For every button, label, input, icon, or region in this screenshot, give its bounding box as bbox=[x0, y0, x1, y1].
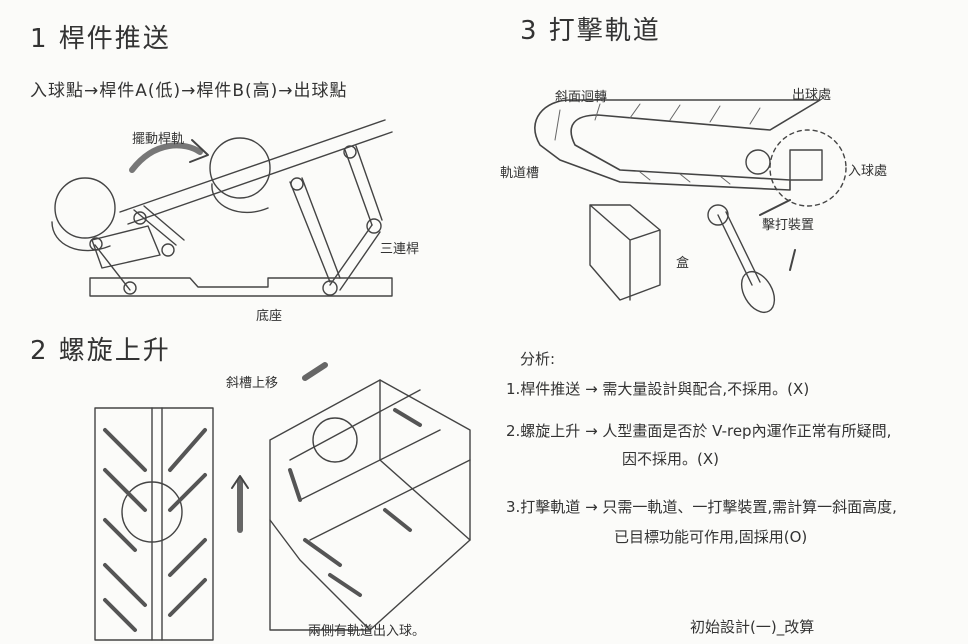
linkage-diagram bbox=[51, 119, 393, 297]
spiral-ball bbox=[121, 481, 183, 543]
ball-a bbox=[54, 177, 116, 239]
spiral-diagram bbox=[94, 362, 471, 641]
label-link: 三連桿 bbox=[380, 242, 420, 257]
track-diagram bbox=[534, 99, 847, 313]
footer-caption: 初始設計(一)_改算 bbox=[690, 618, 815, 636]
track-curve bbox=[534, 99, 821, 191]
analysis-title: 分析: bbox=[520, 350, 556, 368]
label-swing: 擺動桿軌 bbox=[132, 132, 185, 147]
track-ball bbox=[745, 149, 771, 175]
link-b3 bbox=[329, 224, 381, 291]
link-a2 bbox=[133, 209, 177, 246]
label-hit: 擊打裝置 bbox=[762, 218, 815, 233]
analysis-line1: 1.桿件推送 → 需大量設計與配合,不採用。(X) bbox=[506, 380, 810, 398]
label-in: 入球處 bbox=[848, 164, 888, 179]
box bbox=[589, 204, 661, 301]
link-b1 bbox=[289, 177, 341, 283]
label-spin: 斜面迴轉 bbox=[555, 90, 608, 105]
swing-arrow bbox=[129, 142, 203, 173]
analysis-line3b: 已目標功能可作用,固採用(O) bbox=[614, 528, 808, 546]
label-track: 軌道槽 bbox=[500, 166, 540, 181]
label-slope: 斜槽上移 bbox=[226, 376, 279, 391]
label-box: 盒 bbox=[676, 256, 690, 271]
analysis-line2a: 2.螺旋上升 → 人型畫面是否於 V-rep內運作正常有所疑問, bbox=[506, 422, 892, 440]
link-a1 bbox=[91, 225, 161, 269]
link-a3 bbox=[94, 244, 131, 291]
section1-title: 1 桿件推送 bbox=[30, 24, 171, 54]
section3-title: 3 打擊軌道 bbox=[520, 16, 661, 46]
spiral-frame bbox=[94, 407, 214, 641]
slope-arrow bbox=[302, 362, 328, 381]
base-plate bbox=[89, 277, 393, 297]
section1-flow: 入球點→桿件A(低)→桿件B(高)→出球點 bbox=[30, 81, 348, 101]
launcher-dash bbox=[769, 129, 847, 207]
launcher bbox=[789, 149, 823, 181]
analysis-line2b: 因不採用。(X) bbox=[622, 450, 719, 468]
link-b2 bbox=[344, 145, 383, 226]
section2-title: 2 螺旋上升 bbox=[30, 336, 171, 366]
rail bbox=[119, 119, 393, 225]
ball-b bbox=[209, 137, 271, 199]
analysis-line3a: 3.打擊軌道 → 只需一軌道、一打擊裝置,需計算一斜面高度, bbox=[506, 498, 897, 516]
label-side: 兩側有軌道出入球。 bbox=[308, 624, 426, 639]
hitter-head bbox=[740, 271, 776, 313]
label-out: 出球處 bbox=[792, 88, 832, 103]
label-base: 底座 bbox=[256, 309, 283, 324]
